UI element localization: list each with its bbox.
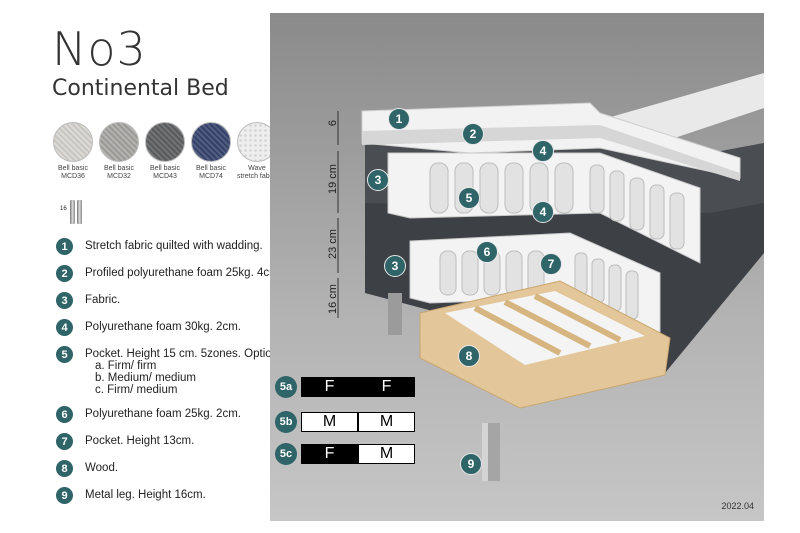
swatch-dot	[99, 122, 139, 162]
callout-badge: 8	[458, 345, 480, 367]
callout-badge: 2	[462, 123, 484, 145]
dimension-label: 19 cm	[326, 164, 339, 194]
callout-badge: 6	[476, 241, 498, 263]
wood-slats	[473, 293, 622, 356]
legend-item: 5 Pocket. Height 15 cm. 5zones. Option: …	[56, 346, 282, 396]
option-b: b. Medium/ medium	[95, 372, 196, 384]
leg-height-label: 16	[60, 206, 67, 212]
metal-leg-back	[388, 293, 402, 335]
number-badge: 2	[56, 265, 73, 282]
swatch-code: MCD32	[107, 173, 131, 180]
callout-badge: 4	[532, 140, 554, 162]
swatch-name: Bell basic	[150, 165, 180, 172]
firmness-left-cell: F	[301, 377, 358, 397]
swatch-dot	[145, 122, 185, 162]
callout-badge: 1	[388, 108, 410, 130]
legend-text: Polyurethane foam 30kg. 2cm.	[85, 321, 241, 333]
page-title: No3	[52, 22, 147, 76]
swatch-dot	[191, 122, 231, 162]
swatch-name: Wave	[248, 165, 266, 172]
firmness-left-cell: M	[301, 412, 358, 432]
swatch-name: Bell basic	[58, 165, 88, 172]
legend-item: 7 Pocket. Height 13cm.	[56, 433, 282, 450]
swatch-code: MCD74	[199, 173, 223, 180]
callout-badge: 4	[532, 201, 554, 223]
firmness-label: 5c	[275, 443, 297, 465]
legend-text: Metal leg. Height 16cm.	[85, 489, 206, 501]
callout-badge: 9	[460, 453, 482, 475]
callout-badge: 3	[367, 169, 389, 191]
profiled-foam-layer	[362, 125, 740, 181]
legend-item: 4 Polyurethane foam 30kg. 2cm.	[56, 319, 282, 336]
dimension-label: 16 cm	[326, 284, 339, 314]
legend-text: Stretch fabric quilted with wadding.	[85, 240, 263, 252]
dimension-label: 23 cm	[326, 229, 339, 259]
legend-item: 6 Polyurethane foam 25kg. 2cm.	[56, 406, 282, 423]
number-badge: 3	[56, 292, 73, 309]
legend-text-block: Pocket. Height 15 cm. 5zones. Option: a.…	[85, 348, 281, 396]
bed-cutaway-illustration: 6 19 cm 23 cm 16 cm 1 2 3 4 5 4 3 6 7 8 …	[270, 13, 764, 521]
firmness-row-5b: 5b M M	[275, 411, 415, 433]
option-a: a. Firm/ firm	[95, 360, 157, 372]
number-badge: 1	[56, 238, 73, 255]
legend-text: Pocket. Height 15 cm. 5zones. Option:	[85, 348, 282, 360]
legend-item: 1 Stretch fabric quilted with wadding.	[56, 238, 282, 255]
legend-item: 9 Metal leg. Height 16cm.	[56, 487, 282, 504]
wood-slat-area	[445, 291, 645, 365]
revision-date: 2022.04	[721, 501, 754, 511]
swatch-code: MCD43	[153, 173, 177, 180]
legend-item: 3 Fabric.	[56, 292, 282, 309]
firmness-left-cell: F	[301, 444, 358, 464]
firmness-label: 5a	[275, 376, 297, 398]
number-badge: 4	[56, 319, 73, 336]
swatch-name: Bell basic	[196, 165, 226, 172]
legend-text: Wood.	[85, 462, 119, 474]
option-c: c. Firm/ medium	[95, 384, 178, 396]
swatch-code: MCD36	[61, 173, 85, 180]
legend-text: Pocket. Height 13cm.	[85, 435, 195, 447]
firmness-right-cell: M	[358, 412, 415, 432]
legend-text: Fabric.	[85, 294, 121, 306]
page-subtitle: Continental Bed	[52, 76, 229, 101]
metal-leg-highlight	[482, 423, 488, 481]
number-badge: 7	[56, 433, 73, 450]
firmness-label: 5b	[275, 411, 297, 433]
legend-text: Profiled polyurethane foam 25kg. 4cm.	[85, 267, 282, 279]
callout-badge: 3	[384, 255, 406, 277]
firmness-row-5a: 5a F F	[275, 376, 415, 398]
legend-item: 8 Wood.	[56, 460, 282, 477]
dimension-label: 6	[327, 119, 340, 127]
swatch-code: stretch fabric	[236, 173, 278, 180]
number-badge: 5	[56, 346, 73, 363]
callout-badge: 7	[540, 253, 562, 275]
firmness-row-5c: 5c F M	[275, 443, 415, 465]
leg-thumb-1	[70, 200, 75, 224]
firmness-right-cell: M	[358, 444, 415, 464]
upper-springs	[429, 162, 685, 250]
legend-text: Polyurethane foam 25kg. 2cm.	[85, 408, 241, 420]
swatch-dot	[53, 122, 93, 162]
firmness-right-cell: F	[358, 377, 415, 397]
swatch-name: Bell basic	[104, 165, 134, 172]
number-badge: 6	[56, 406, 73, 423]
legend-item: 2 Profiled polyurethane foam 25kg. 4cm.	[56, 265, 282, 282]
number-badge: 9	[56, 487, 73, 504]
number-badge: 8	[56, 460, 73, 477]
leg-thumb-2	[77, 200, 82, 224]
callout-badge: 5	[458, 187, 480, 209]
